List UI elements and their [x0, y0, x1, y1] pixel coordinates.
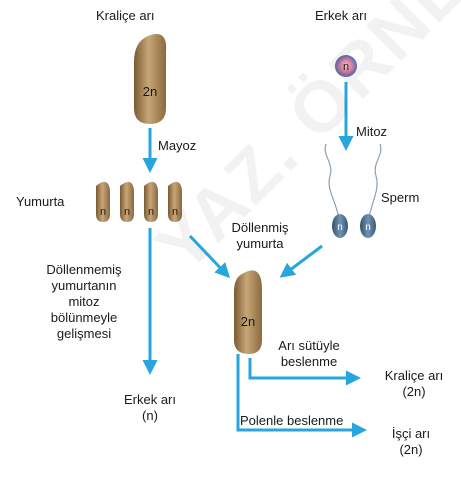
parthenogenesis-label: Döllenmemiş yumurtanın mitoz bölünmeyle … — [34, 262, 134, 342]
queen-label: Kraliçe arı — [96, 8, 155, 24]
egg-2-label: n — [124, 206, 130, 218]
zygote-shape — [234, 270, 262, 354]
parth-line-1: Döllenmemiş — [34, 262, 134, 278]
parth-line-3: mitoz — [34, 294, 134, 310]
parth-line-4: bölünmeyle — [34, 310, 134, 326]
parth-line-5: gelişmesi — [34, 326, 134, 342]
royal-line-1: Arı sütüyle — [264, 338, 354, 354]
egg-label: Yumurta — [16, 194, 64, 210]
royal-line-2: beslenme — [264, 354, 354, 370]
queen-cell-shape — [134, 34, 166, 124]
pollen-label: Polenle beslenme — [240, 413, 343, 429]
fertilized-line-2: yumurta — [214, 236, 306, 252]
sperm-group: n n — [325, 144, 381, 238]
zygote-label: 2n — [241, 314, 255, 329]
male-result-line-2: (n) — [100, 408, 200, 424]
queen-result-line-1: Kraliçe arı — [372, 368, 456, 384]
queen-result-label: Kraliçe arı (2n) — [372, 368, 456, 400]
fertilized-line-1: Döllenmiş — [214, 220, 306, 236]
male-label: Erkek arı — [315, 8, 367, 24]
egg-1-label: n — [100, 206, 106, 218]
male-result-line-1: Erkek arı — [100, 392, 200, 408]
queen-result-line-2: (2n) — [372, 384, 456, 400]
worker-line-1: İşçi arı — [376, 426, 446, 442]
parth-line-2: yumurtanın — [34, 278, 134, 294]
royal-jelly-label: Arı sütüyle beslenme — [264, 338, 354, 370]
male-result-label: Erkek arı (n) — [100, 392, 200, 424]
meiosis-label: Mayoz — [158, 138, 196, 154]
sperm-tail-2 — [368, 144, 381, 222]
fertilized-egg-label: Döllenmiş yumurta — [214, 220, 306, 252]
sperm-2-label: n — [365, 222, 371, 233]
sperm-1-label: n — [337, 222, 343, 233]
queen-cell-label: 2n — [143, 84, 157, 99]
worker-result-label: İşçi arı (2n) — [376, 426, 446, 458]
sperm-label: Sperm — [381, 190, 419, 206]
mitosis-label: Mitoz — [356, 124, 387, 140]
worker-line-2: (2n) — [376, 442, 446, 458]
